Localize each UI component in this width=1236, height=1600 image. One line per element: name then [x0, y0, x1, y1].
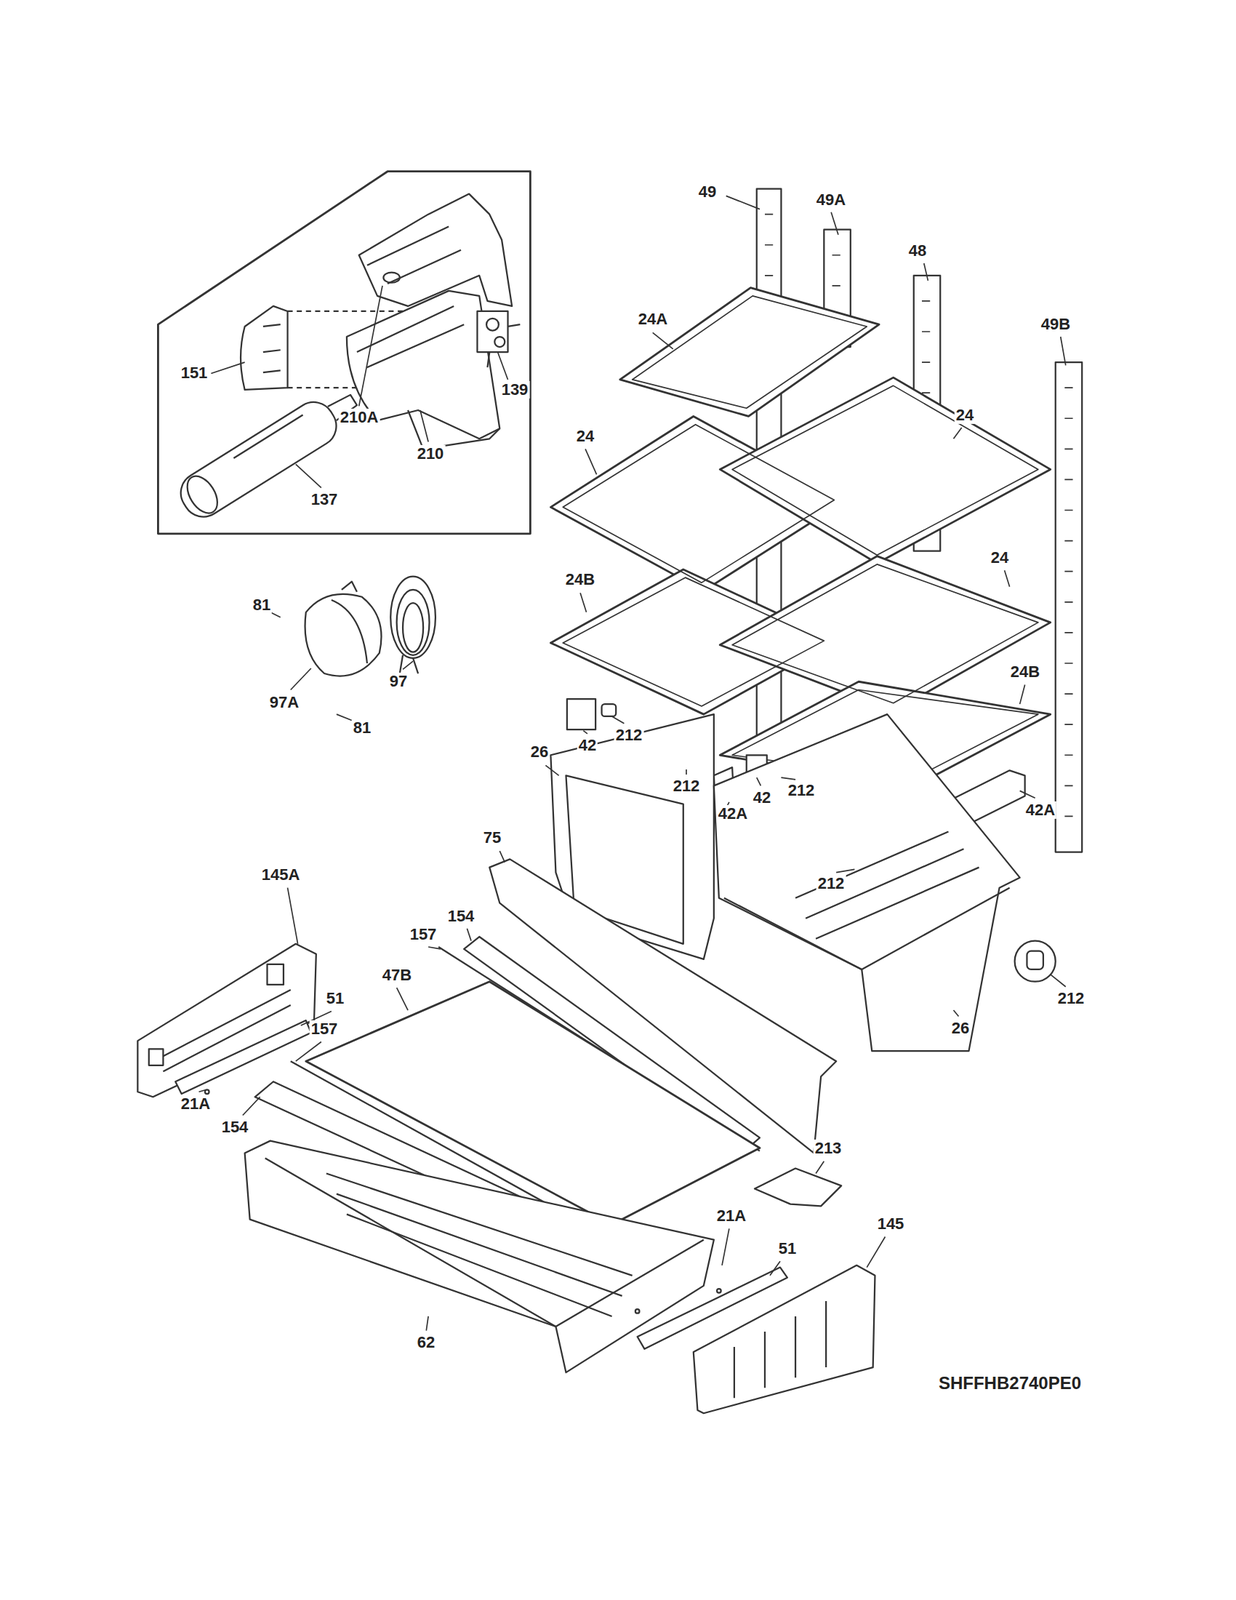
callout-number: 26 [529, 743, 550, 761]
callout-number: 49 [697, 183, 718, 201]
callout-number: 81 [351, 719, 373, 737]
callout-number: 47B [380, 966, 413, 984]
callout-number: 151 [179, 364, 210, 382]
callout-number: 213 [813, 1139, 844, 1157]
callout-number: 24B [564, 570, 597, 589]
callout-number: 212 [671, 777, 702, 795]
callout-number: 49B [1039, 315, 1072, 333]
callout-number: 154 [446, 907, 477, 925]
callout-number: 145A [260, 865, 302, 884]
callout-number: 26 [950, 1019, 971, 1037]
callout-number: 97 [388, 672, 409, 690]
callout-number: 157 [408, 925, 439, 943]
callout-number: 21A [715, 1206, 748, 1225]
callout-number: 81 [251, 596, 272, 614]
callout-number: 137 [309, 490, 340, 509]
callout-number: 42 [751, 788, 773, 807]
callout-number: 210A [338, 408, 381, 427]
callout-number: 24 [954, 406, 975, 424]
callout-number: 212 [786, 781, 817, 800]
callout-number: 145 [876, 1214, 906, 1233]
callout-number: 212 [816, 874, 847, 893]
callout-number: 24 [575, 427, 596, 445]
callout-number: 24A [636, 310, 669, 328]
callout-number: 62 [415, 1333, 437, 1351]
callout-number: 97A [268, 693, 301, 712]
callout-number: 212 [614, 726, 645, 744]
callout-number: 49A [815, 191, 848, 209]
callout-number: 42 [577, 736, 598, 754]
callout-number: 210 [415, 444, 446, 463]
callout-number: 154 [220, 1118, 251, 1136]
callout-number: 48 [907, 242, 928, 260]
callout-number: 157 [309, 1020, 340, 1038]
callout-number: 75 [482, 828, 503, 847]
callout-number: 51 [324, 989, 346, 1007]
callout-number: 21A [179, 1094, 212, 1113]
callout-number: 24B [1009, 663, 1042, 681]
callout-number: 51 [777, 1239, 798, 1258]
callout-number: 24 [989, 548, 1010, 567]
callout-number: 42A [1024, 801, 1057, 819]
callout-number: 212 [1056, 989, 1087, 1007]
callout-number: 139 [500, 380, 531, 399]
callout-number: 42A [716, 804, 749, 823]
model-code: SHFFHB2740PE0 [937, 1373, 1083, 1393]
